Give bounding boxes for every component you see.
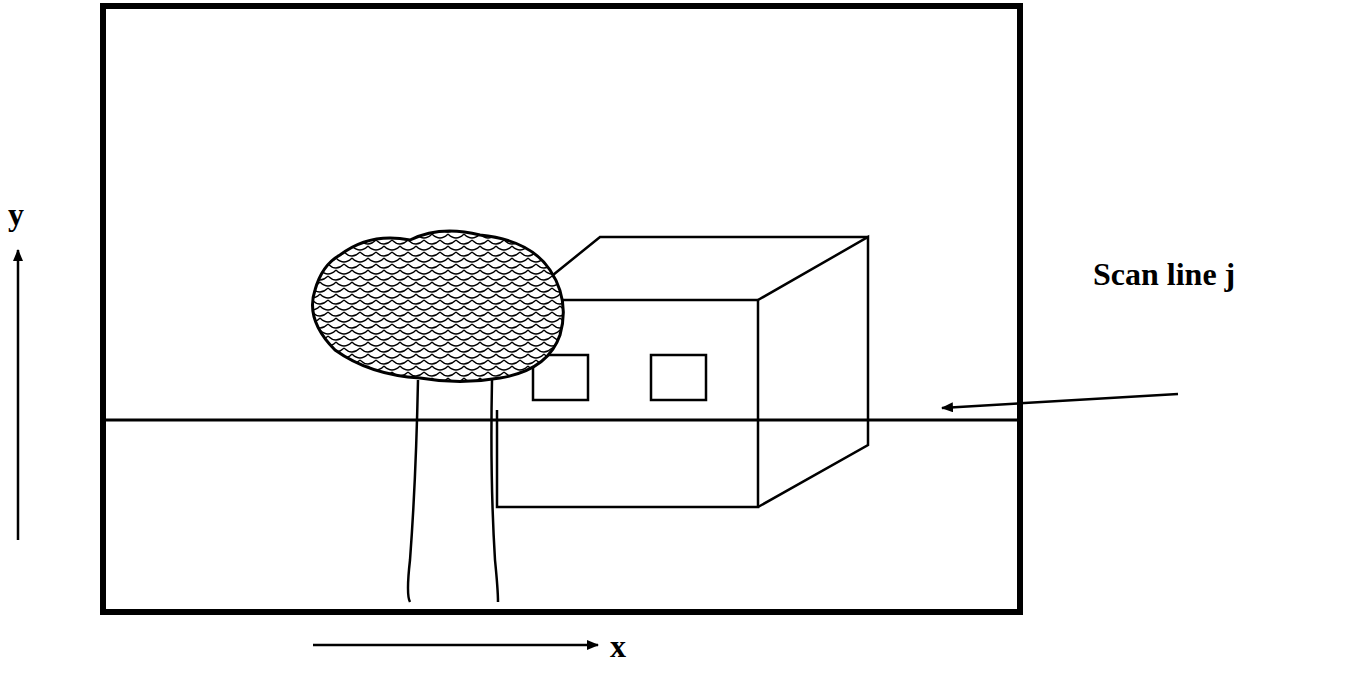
tree-crown [313, 231, 564, 382]
callout-label: Scan line j [1093, 258, 1235, 290]
axis-label: x [610, 630, 626, 662]
x-axis-arrow [313, 644, 598, 647]
foliage-texture [313, 231, 564, 382]
scan-line [103, 419, 1020, 422]
leader-arrow [942, 394, 1178, 408]
picture-frame [103, 6, 1020, 612]
y-axis-arrow [17, 250, 20, 540]
tree-trunk [408, 380, 498, 602]
axis-label: y [8, 198, 24, 230]
